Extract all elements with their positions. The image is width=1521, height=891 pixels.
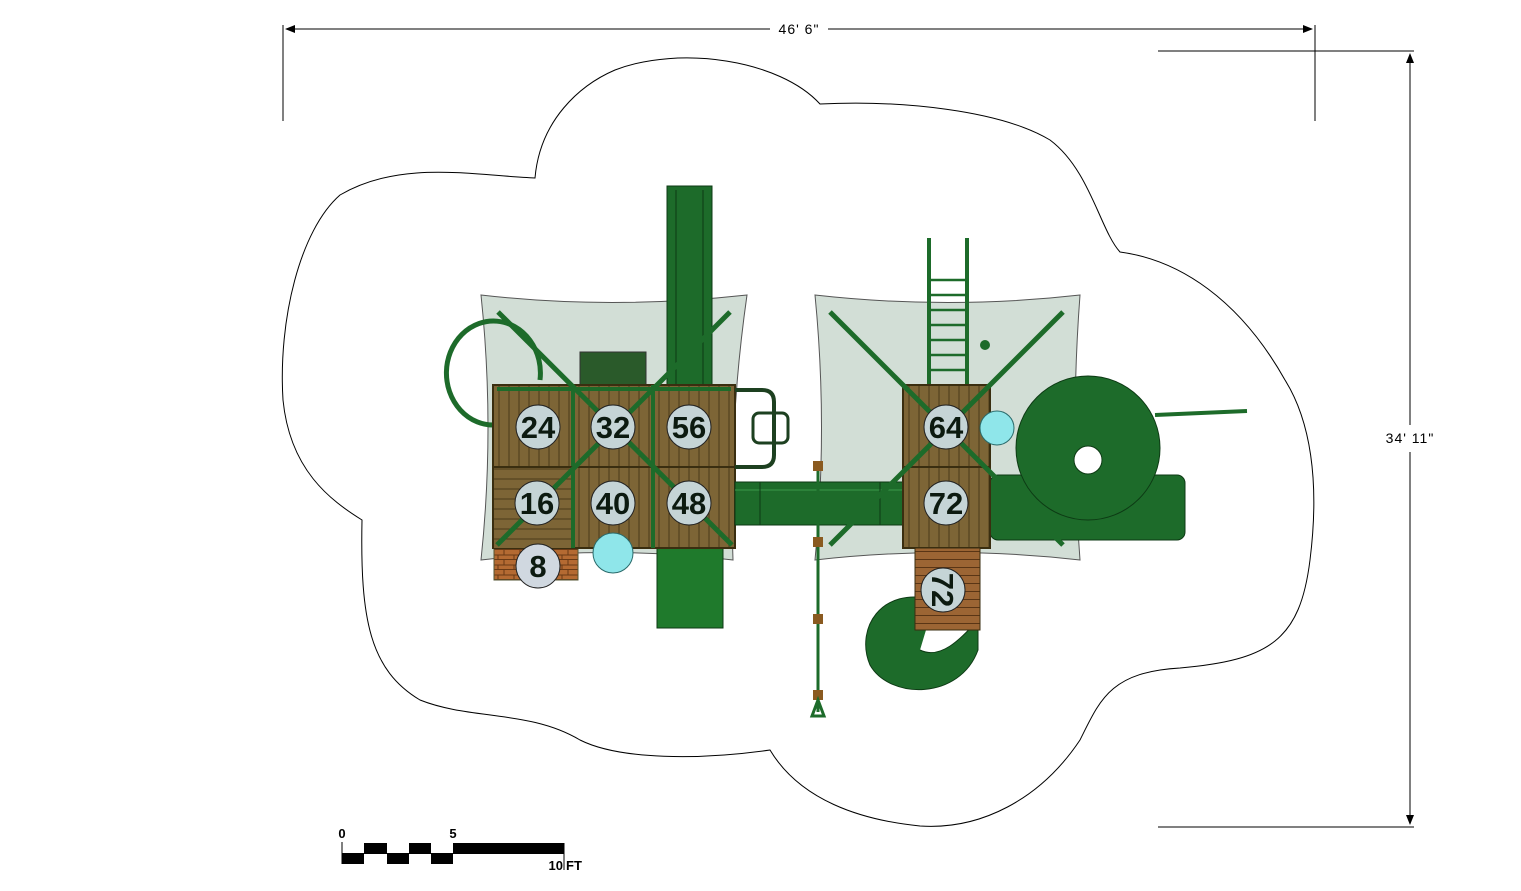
svg-text:64: 64: [929, 410, 964, 445]
bubble-panel-right: [979, 410, 1015, 446]
svg-text:32: 32: [596, 410, 630, 445]
use-zone-outline: [281, 57, 1315, 827]
svg-text:48: 48: [672, 486, 706, 521]
deck-badge-56: 56: [666, 404, 712, 450]
rock-climbing-wall: [656, 547, 724, 629]
width-dimension: 46' 6": [282, 21, 1316, 121]
deck-badges: 24 32 56 16 40 48 8 64 72 72: [514, 404, 969, 613]
spiral-tube-slide: [989, 375, 1248, 541]
scale-label-5: 5: [449, 826, 456, 841]
crawl-tunnel: [734, 481, 908, 526]
scale-unit: FT: [566, 858, 582, 873]
svg-text:56: 56: [672, 410, 706, 445]
svg-text:40: 40: [596, 486, 630, 521]
svg-text:8: 8: [529, 549, 546, 584]
svg-text:72: 72: [925, 573, 960, 607]
overhead-loop: [735, 388, 776, 469]
climbing-rope: [809, 461, 827, 718]
bubble-panel-left: [592, 532, 634, 574]
deck-badge-24: 24: [515, 404, 561, 450]
deck-badge-72: 72: [923, 480, 969, 526]
deck-badge-64: 64: [923, 404, 969, 450]
curved-slide: [865, 596, 979, 691]
deck-badge-32: 32: [590, 404, 636, 450]
scale-label-10: 10: [549, 858, 563, 873]
svg-text:16: 16: [520, 486, 554, 521]
deck-badge-8: 8: [515, 543, 561, 589]
deck-badge-48: 48: [666, 480, 712, 526]
deck-badge-72-ramp: 72: [920, 567, 966, 613]
rock-climber-panel: [579, 351, 647, 386]
telescope-post: [980, 340, 990, 350]
deck-badge-40: 40: [590, 480, 636, 526]
scale-label-0: 0: [338, 826, 345, 841]
width-label: 46' 6": [779, 21, 820, 37]
scale-bar: 0 5 10 FT: [338, 826, 582, 873]
svg-text:72: 72: [929, 486, 963, 521]
ladder: [927, 238, 969, 385]
depth-dimension: 34' 11": [1158, 50, 1435, 828]
depth-label: 34' 11": [1386, 430, 1435, 446]
deck-badge-16: 16: [514, 480, 560, 526]
svg-text:24: 24: [521, 410, 556, 445]
